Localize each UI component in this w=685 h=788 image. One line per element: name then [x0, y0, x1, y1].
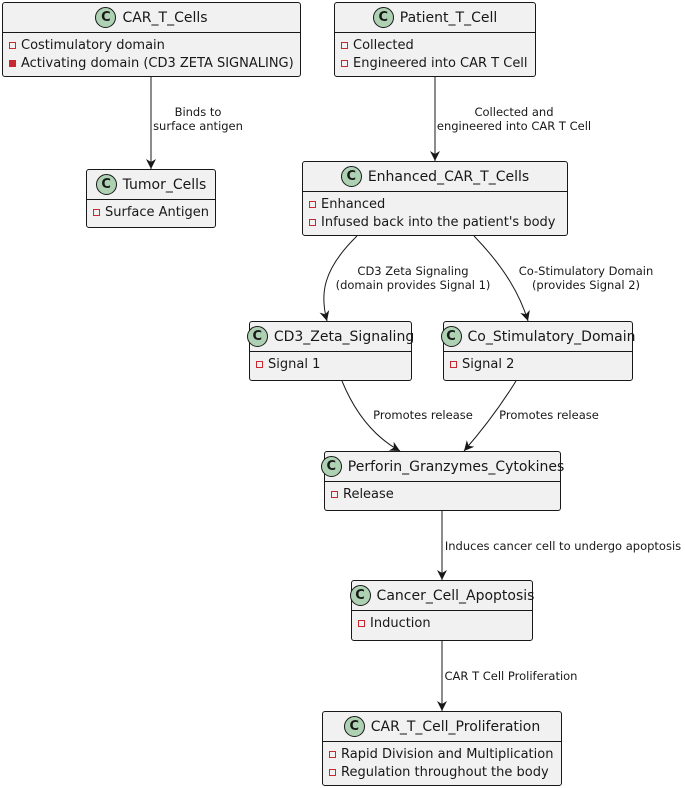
private-attribute-icon — [309, 218, 316, 226]
class-name: Tumor_Cells — [122, 176, 207, 193]
class-badge-icon: C — [95, 174, 117, 195]
edge-label-costim: Co-Stimulatory Domain(provides Signal 2) — [518, 264, 654, 292]
class-badge-icon: C — [340, 166, 362, 187]
edge-label-proliferation: CAR T Cell Proliferation — [444, 669, 578, 683]
class-car-t-cell-proliferation[interactable]: C CAR_T_Cell_Proliferation Rapid Division… — [322, 711, 562, 786]
attribute: Signal 2 — [462, 356, 515, 372]
attribute: Infused back into the patient's body — [321, 214, 556, 230]
attribute: Signal 1 — [268, 356, 321, 372]
attribute: Costimulatory domain — [21, 37, 165, 53]
class-badge-icon: C — [372, 7, 394, 28]
class-name: Patient_T_Cell — [399, 9, 498, 26]
class-name: CAR_T_Cells — [122, 9, 208, 26]
class-name: Cancer_Cell_Apoptosis — [376, 587, 535, 604]
private-attribute-icon — [341, 59, 348, 67]
private-attribute-icon — [93, 208, 100, 216]
class-patient-t-cell[interactable]: C Patient_T_Cell Collected Engineered int… — [334, 2, 536, 77]
class-cd3-zeta-signaling[interactable]: C CD3_Zeta_Signaling Signal 1 — [246, 321, 415, 381]
attribute: Engineered into CAR T Cell — [353, 55, 528, 71]
class-cancer-cell-apoptosis[interactable]: C Cancer_Cell_Apoptosis Induction — [349, 580, 535, 641]
edge-enhanced-to-cd3 — [319, 235, 358, 322]
attribute: Regulation throughout the body — [341, 764, 549, 780]
private-attribute-icon — [331, 490, 338, 498]
private-attribute-icon — [256, 360, 263, 368]
class-tumor-cells[interactable]: C Tumor_Cells Surface Antigen — [86, 169, 216, 228]
edge-label-apoptosis: Induces cancer cell to undergo apoptosis — [444, 539, 682, 553]
private-attribute-icon — [358, 619, 365, 627]
edge-enhanced-to-costim — [473, 235, 530, 322]
class-badge-icon: C — [320, 456, 342, 477]
class-name: CAR_T_Cell_Proliferation — [370, 718, 541, 735]
class-enhanced-car-t-cells[interactable]: C Enhanced_CAR_T_Cells Enhanced Infused b… — [302, 161, 568, 236]
edge-costim-to-perforin — [463, 380, 517, 452]
attribute: Rapid Division and Multiplication — [341, 746, 554, 762]
edge-cd3-to-perforin — [341, 380, 401, 452]
private-attribute-icon — [341, 41, 348, 49]
edge-label-cd3: CD3 Zeta Signaling(domain provides Signa… — [335, 264, 491, 292]
class-name: CD3_Zeta_Signaling — [273, 328, 415, 345]
class-badge-icon: C — [95, 7, 117, 28]
edge-label-release-1: Promotes release — [373, 408, 473, 422]
attribute: Activating domain (CD3 ZETA SIGNALING) — [21, 55, 294, 71]
private-method-icon — [9, 59, 16, 67]
class-car-t-cells[interactable]: C CAR_T_Cells Costimulatory domain Activa… — [2, 2, 301, 77]
attribute: Release — [343, 486, 394, 502]
class-name: Enhanced_CAR_T_Cells — [367, 168, 530, 185]
attribute: Collected — [353, 37, 414, 53]
private-attribute-icon — [9, 41, 16, 49]
private-attribute-icon — [450, 360, 457, 368]
class-co-stimulatory-domain[interactable]: C Co_Stimulatory_Domain Signal 2 — [440, 321, 636, 381]
class-name: Co_Stimulatory_Domain — [467, 328, 636, 345]
attribute: Induction — [370, 615, 431, 631]
edge-label-release-2: Promotes release — [499, 408, 599, 422]
private-attribute-icon — [329, 768, 336, 776]
private-attribute-icon — [309, 200, 316, 208]
class-name: Perforin_Granzymes_Cytokines — [347, 458, 565, 475]
class-badge-icon: C — [246, 326, 268, 347]
attribute: Enhanced — [321, 196, 386, 212]
class-perforin-granzymes-cytokines[interactable]: C Perforin_Granzymes_Cytokines Release — [320, 451, 565, 511]
attribute: Surface Antigen — [105, 204, 209, 220]
class-badge-icon: C — [440, 326, 462, 347]
class-badge-icon: C — [343, 716, 365, 737]
class-badge-icon: C — [349, 585, 371, 606]
private-attribute-icon — [329, 750, 336, 758]
